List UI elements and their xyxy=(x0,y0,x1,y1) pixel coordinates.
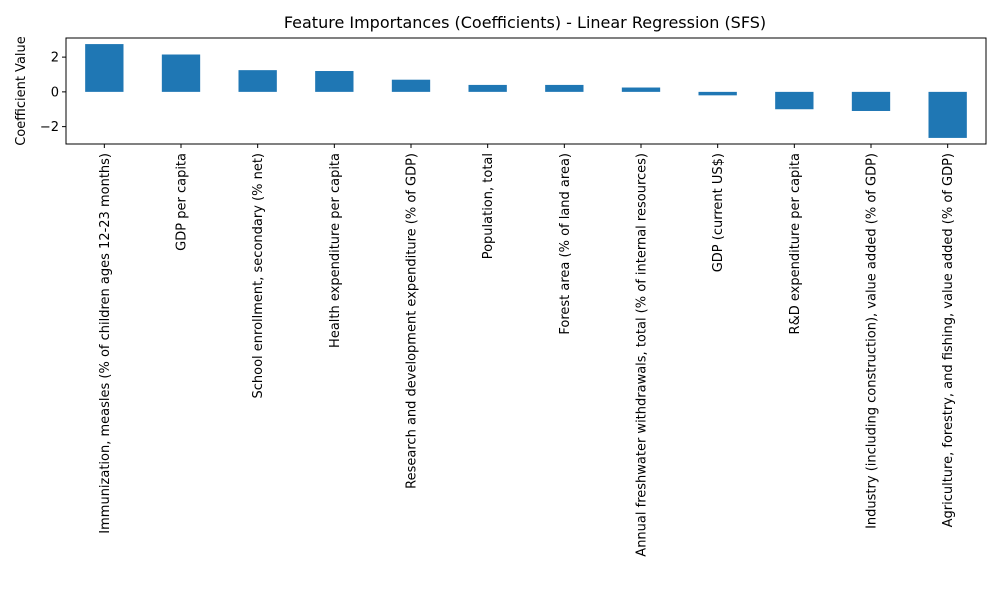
x-tick-label: Immunization, measles (% of children age… xyxy=(98,153,113,534)
bar xyxy=(928,91,967,138)
x-tick-label: School enrollment, secondary (% net) xyxy=(251,153,266,399)
x-tick-label: Health expenditure per capita xyxy=(328,153,343,348)
bar xyxy=(238,70,277,92)
bars-group xyxy=(85,44,967,138)
bar xyxy=(775,91,814,110)
chart-title: Feature Importances (Coefficients) - Lin… xyxy=(284,13,766,32)
x-tick-label: Population, total xyxy=(481,153,496,259)
y-axis-label: Coefficient Value xyxy=(14,36,29,146)
x-tick-label: R&D expenditure per capita xyxy=(788,153,803,334)
x-tick-label: GDP per capita xyxy=(175,153,190,251)
y-tick-label: −2 xyxy=(40,120,59,135)
x-axis-ticks: Immunization, measles (% of children age… xyxy=(98,144,956,557)
x-tick-label: Forest area (% of land area) xyxy=(558,153,573,335)
bar xyxy=(161,54,201,92)
bar xyxy=(851,91,891,111)
bar xyxy=(468,84,507,92)
x-tick-label: Agriculture, forestry, and fishing, valu… xyxy=(941,153,956,527)
y-axis-ticks: −2 0 2 xyxy=(40,51,66,135)
x-tick-label: Annual freshwater withdrawals, total (% … xyxy=(635,153,650,557)
bar xyxy=(698,91,737,96)
bar xyxy=(545,84,584,92)
x-tick-label: GDP (current US$) xyxy=(711,153,726,272)
y-tick-label: 0 xyxy=(51,85,59,100)
x-tick-label: Industry (including construction), value… xyxy=(865,153,880,529)
x-tick-label: Research and development expenditure (% … xyxy=(405,153,420,489)
plot-frame xyxy=(65,37,987,145)
y-tick-label: 2 xyxy=(51,51,59,66)
bar xyxy=(315,71,354,92)
bar xyxy=(621,87,661,92)
bar xyxy=(85,44,124,92)
bar xyxy=(391,79,431,92)
